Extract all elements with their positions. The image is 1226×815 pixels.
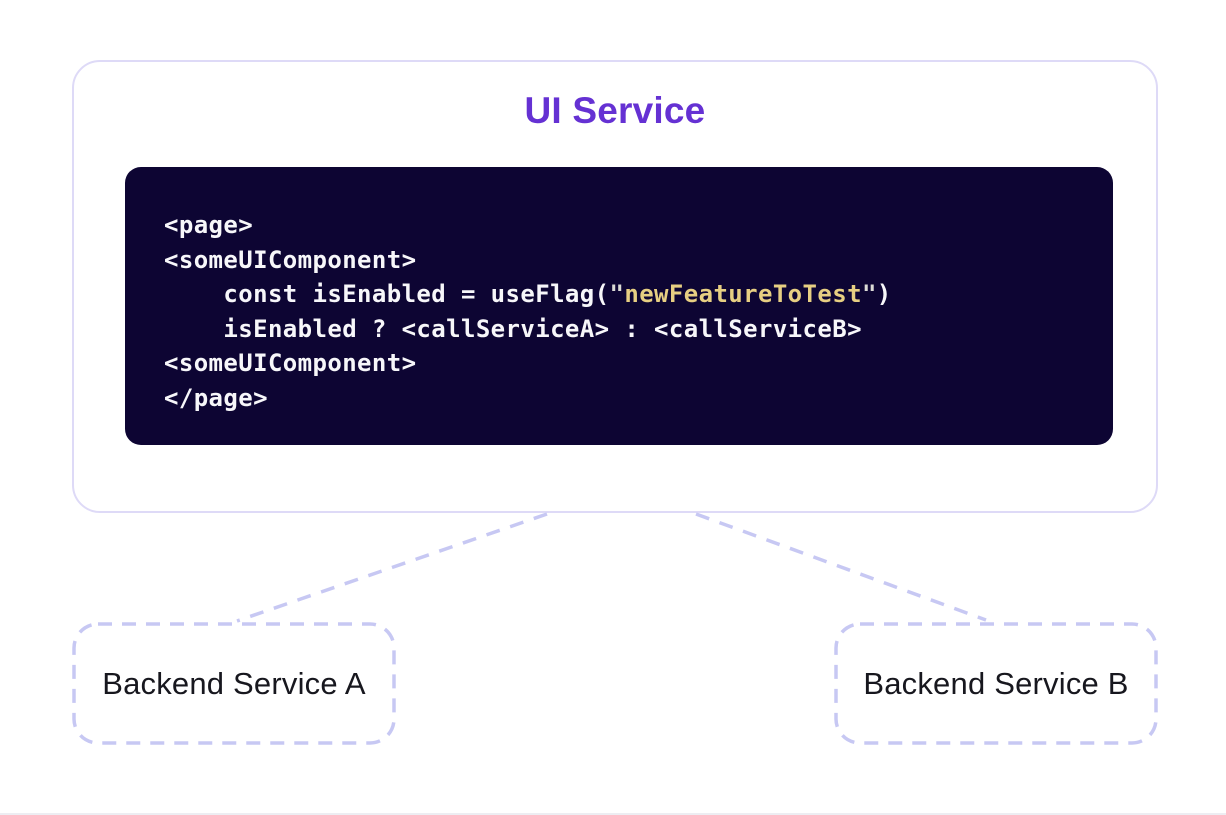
code-line: <someUIComponent> bbox=[164, 346, 1113, 381]
page-bottom-edge bbox=[0, 813, 1226, 815]
ui-service-title: UI Service bbox=[524, 90, 706, 131]
backend-service-b-node: Backend Service B bbox=[834, 622, 1158, 745]
code-string-quote: " bbox=[609, 280, 625, 309]
code-snippet: <page> <someUIComponent> const isEnabled … bbox=[164, 208, 1113, 416]
code-text: ) bbox=[876, 280, 892, 309]
code-line: isEnabled ? <callServiceA> : <callServic… bbox=[164, 312, 1113, 347]
code-line: </page> bbox=[164, 381, 1113, 416]
backend-service-a-label: Backend Service A bbox=[102, 665, 366, 701]
code-text: <someUIComponent> bbox=[164, 245, 417, 274]
dashed-border bbox=[72, 622, 396, 745]
connector-line-to-service-b bbox=[695, 512, 987, 622]
backend-service-b-label: Backend Service B bbox=[863, 665, 1129, 701]
code-line: <page> bbox=[164, 208, 1113, 243]
dashed-border bbox=[834, 622, 1158, 745]
code-text: </page> bbox=[164, 383, 268, 412]
code-string-quote: " bbox=[861, 280, 877, 309]
ui-service-node: UI Service <page> <someUIComponent> const… bbox=[72, 60, 1158, 513]
code-line: <someUIComponent> bbox=[164, 243, 1113, 278]
code-flag-name: newFeatureToTest bbox=[624, 280, 862, 309]
connector-line-to-service-a bbox=[236, 512, 548, 623]
code-text: const isEnabled = useFlag( bbox=[164, 280, 610, 309]
backend-service-a-node: Backend Service A bbox=[72, 622, 396, 745]
code-text: isEnabled ? <callServiceA> : <callServic… bbox=[164, 314, 862, 343]
code-text: <someUIComponent> bbox=[164, 349, 417, 378]
code-text: <page> bbox=[164, 211, 254, 239]
code-line: const isEnabled = useFlag("newFeatureToT… bbox=[164, 277, 1113, 312]
code-snippet-block: <page> <someUIComponent> const isEnabled … bbox=[125, 167, 1113, 445]
